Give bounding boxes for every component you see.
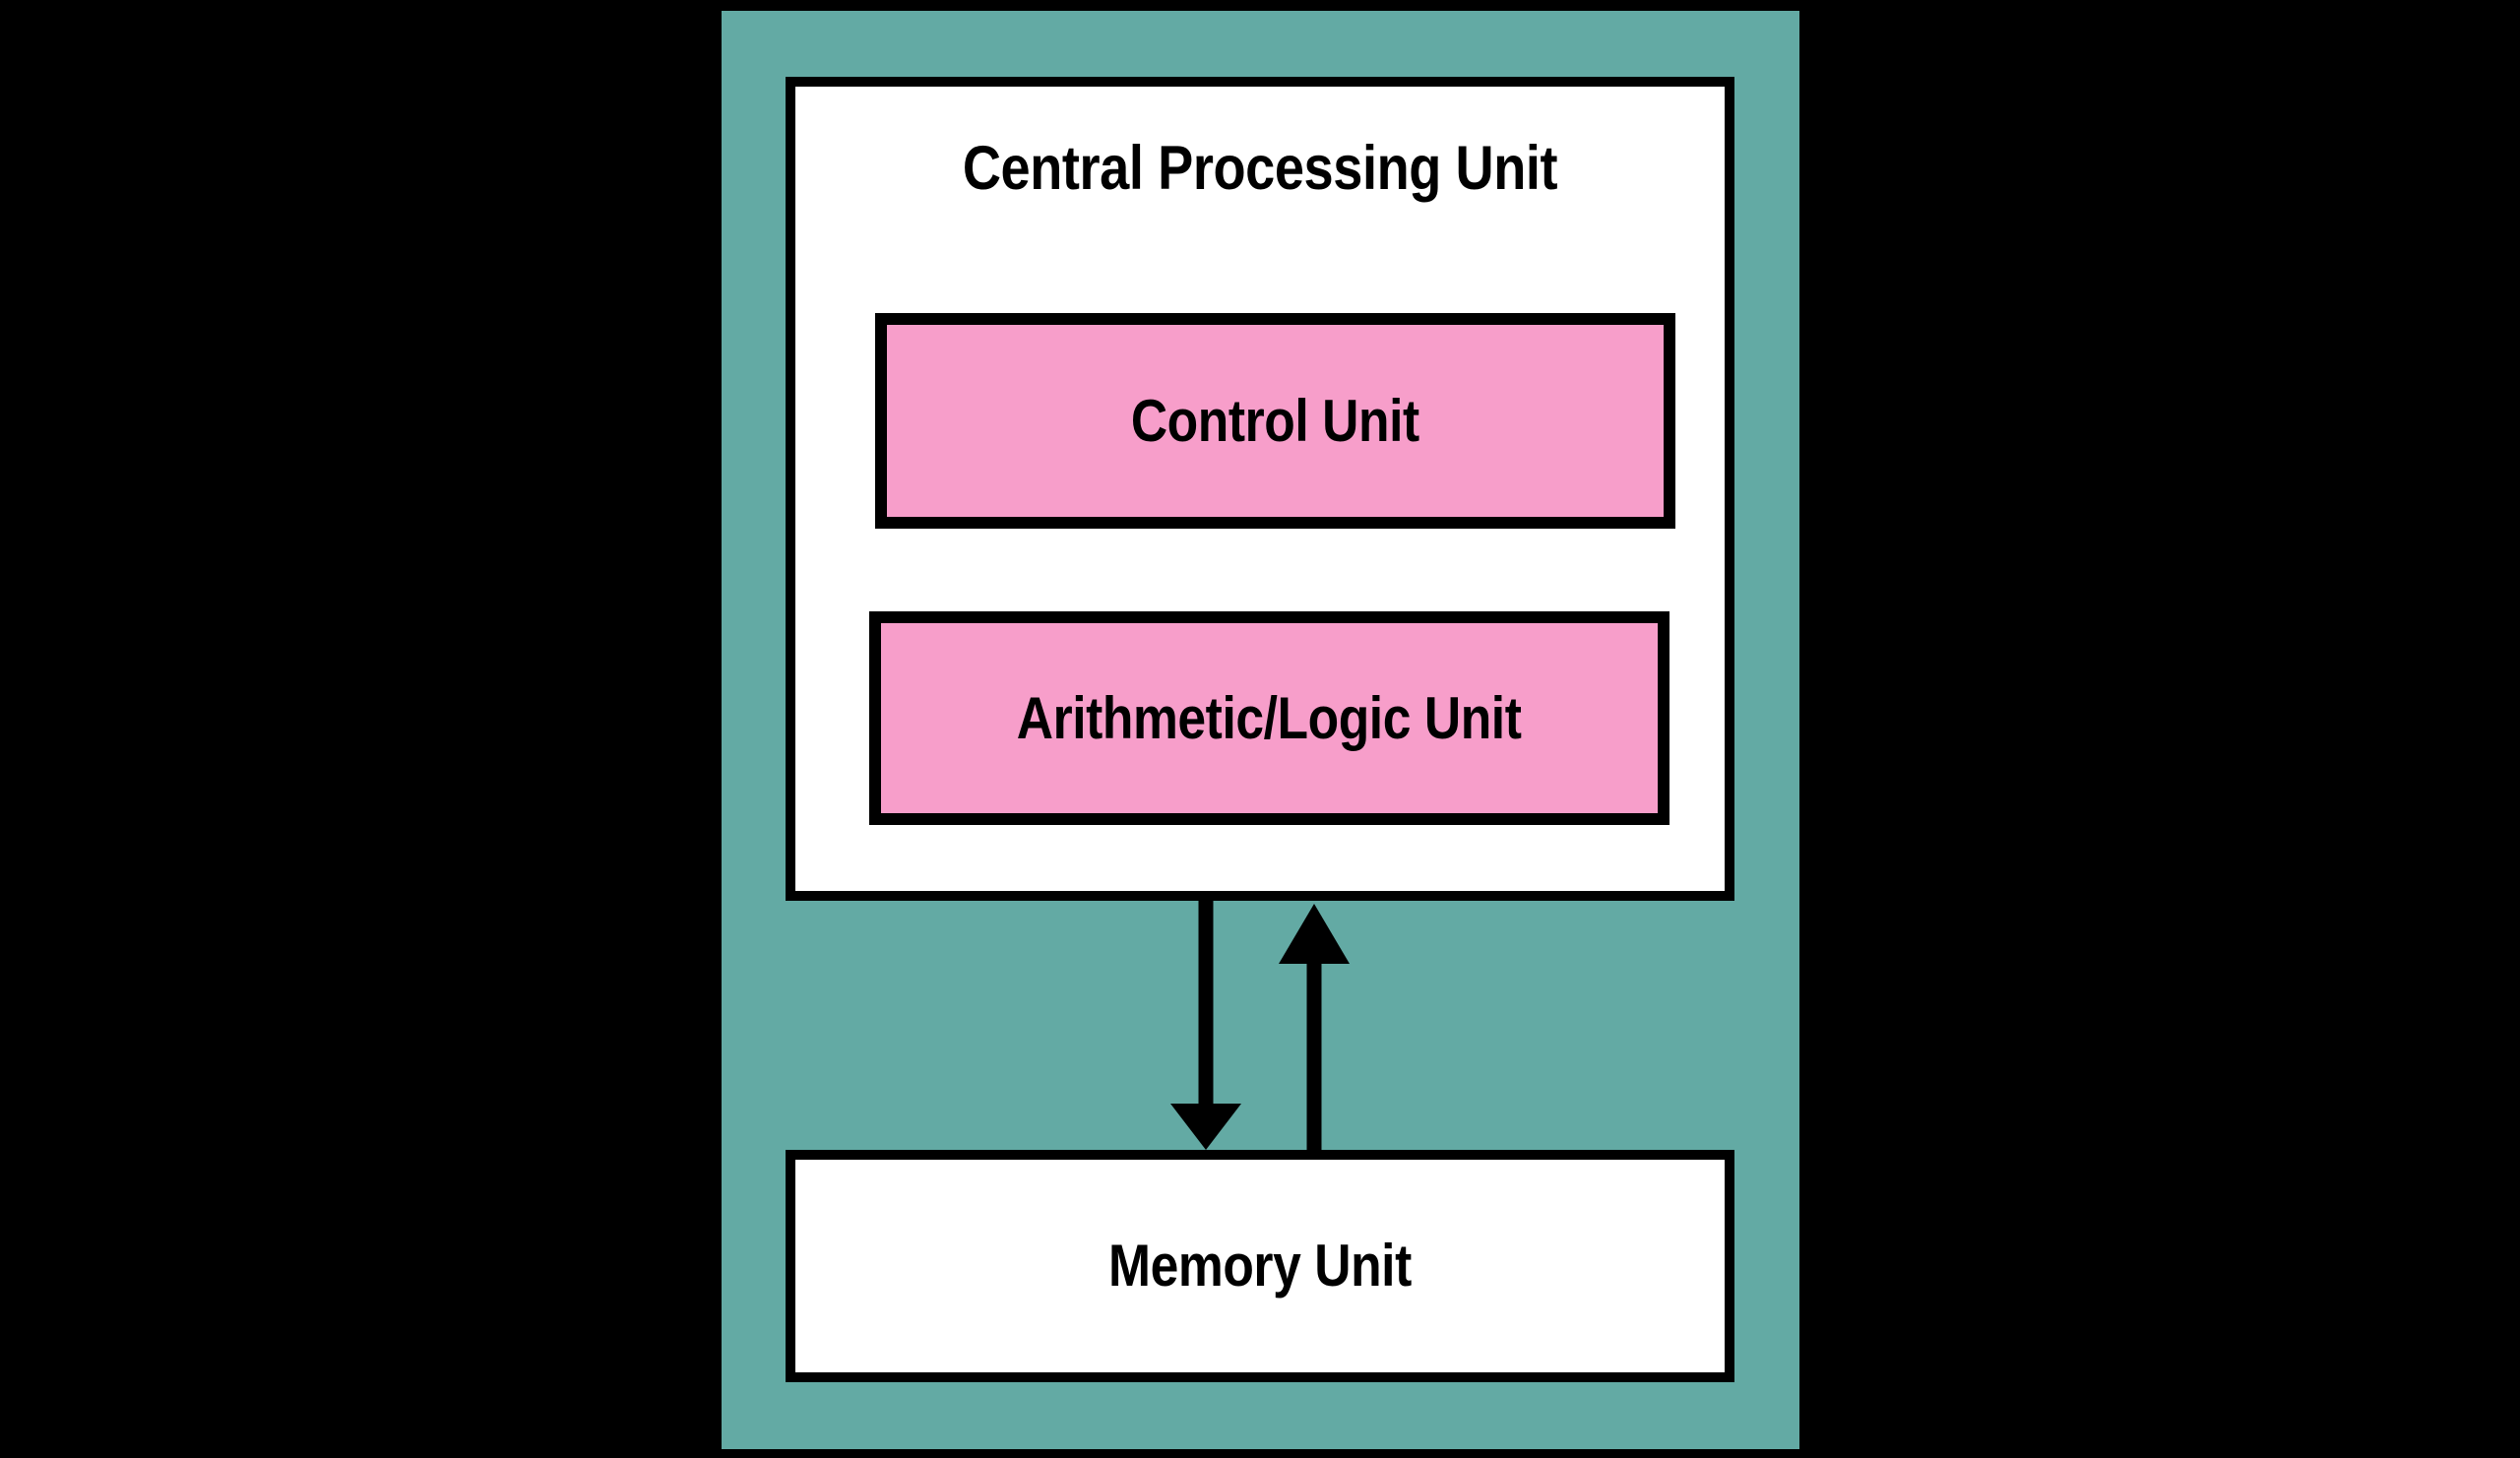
cpu-to-memory-arrow-head (1170, 1104, 1241, 1150)
memory-unit-label: Memory Unit (1108, 1233, 1412, 1299)
arithmetic-logic-unit-label: Arithmetic/Logic Unit (1017, 684, 1522, 751)
memory-unit-box[interactable]: Memory Unit (786, 1150, 1734, 1382)
computer-system-panel: Central Processing Unit Control Unit Ari… (722, 11, 1799, 1449)
cpu-title: Central Processing Unit (962, 134, 1558, 203)
cpu-box[interactable]: Central Processing Unit Control Unit Ari… (786, 77, 1734, 901)
memory-to-cpu-arrow (1279, 904, 1350, 1150)
control-unit-label: Control Unit (1131, 387, 1419, 454)
cpu-to-memory-arrow (1170, 897, 1241, 1150)
control-unit-box[interactable]: Control Unit (875, 313, 1675, 529)
arithmetic-logic-unit-box[interactable]: Arithmetic/Logic Unit (869, 611, 1670, 825)
memory-to-cpu-arrow-head (1279, 904, 1350, 964)
